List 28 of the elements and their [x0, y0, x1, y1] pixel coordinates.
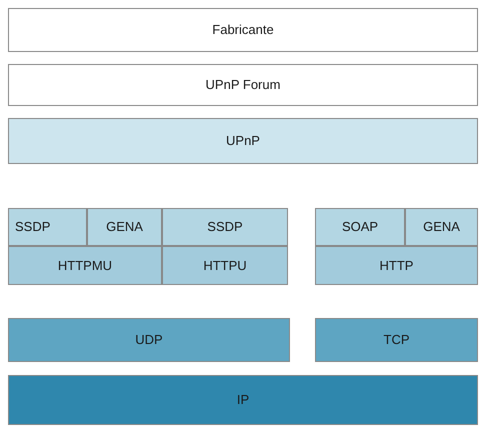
layer-box — [8, 246, 162, 285]
layer-box — [405, 208, 478, 246]
layer-box — [8, 318, 290, 362]
layer-label: Fabricante — [212, 21, 274, 40]
layer-box — [315, 246, 478, 285]
layer-box — [162, 208, 288, 246]
layer-label: TCP — [384, 331, 410, 350]
layer-box — [315, 318, 478, 362]
layer-box — [8, 375, 478, 425]
layer-box — [315, 208, 405, 246]
layer-label: SSDP — [207, 218, 243, 236]
layer-box — [162, 246, 288, 285]
layer-label: SSDP — [15, 218, 50, 236]
layer-label: UPnP — [226, 132, 260, 150]
layer-label: GENA — [423, 218, 460, 236]
layer-label: HTTPMU — [58, 256, 112, 275]
layer-label: UPnP Forum — [206, 76, 280, 94]
layer-label: UDP — [135, 331, 163, 350]
layer-box — [8, 64, 478, 106]
layer-label: HTTPU — [203, 256, 247, 275]
layer-box — [8, 208, 87, 246]
layer-label: GENA — [106, 218, 143, 236]
layer-label: IP — [236, 391, 250, 410]
layer-box — [8, 118, 478, 164]
layer-box — [87, 208, 162, 246]
layer-label: SOAP — [342, 218, 378, 236]
layer-box — [8, 8, 478, 52]
layer-label: HTTP — [380, 256, 414, 275]
